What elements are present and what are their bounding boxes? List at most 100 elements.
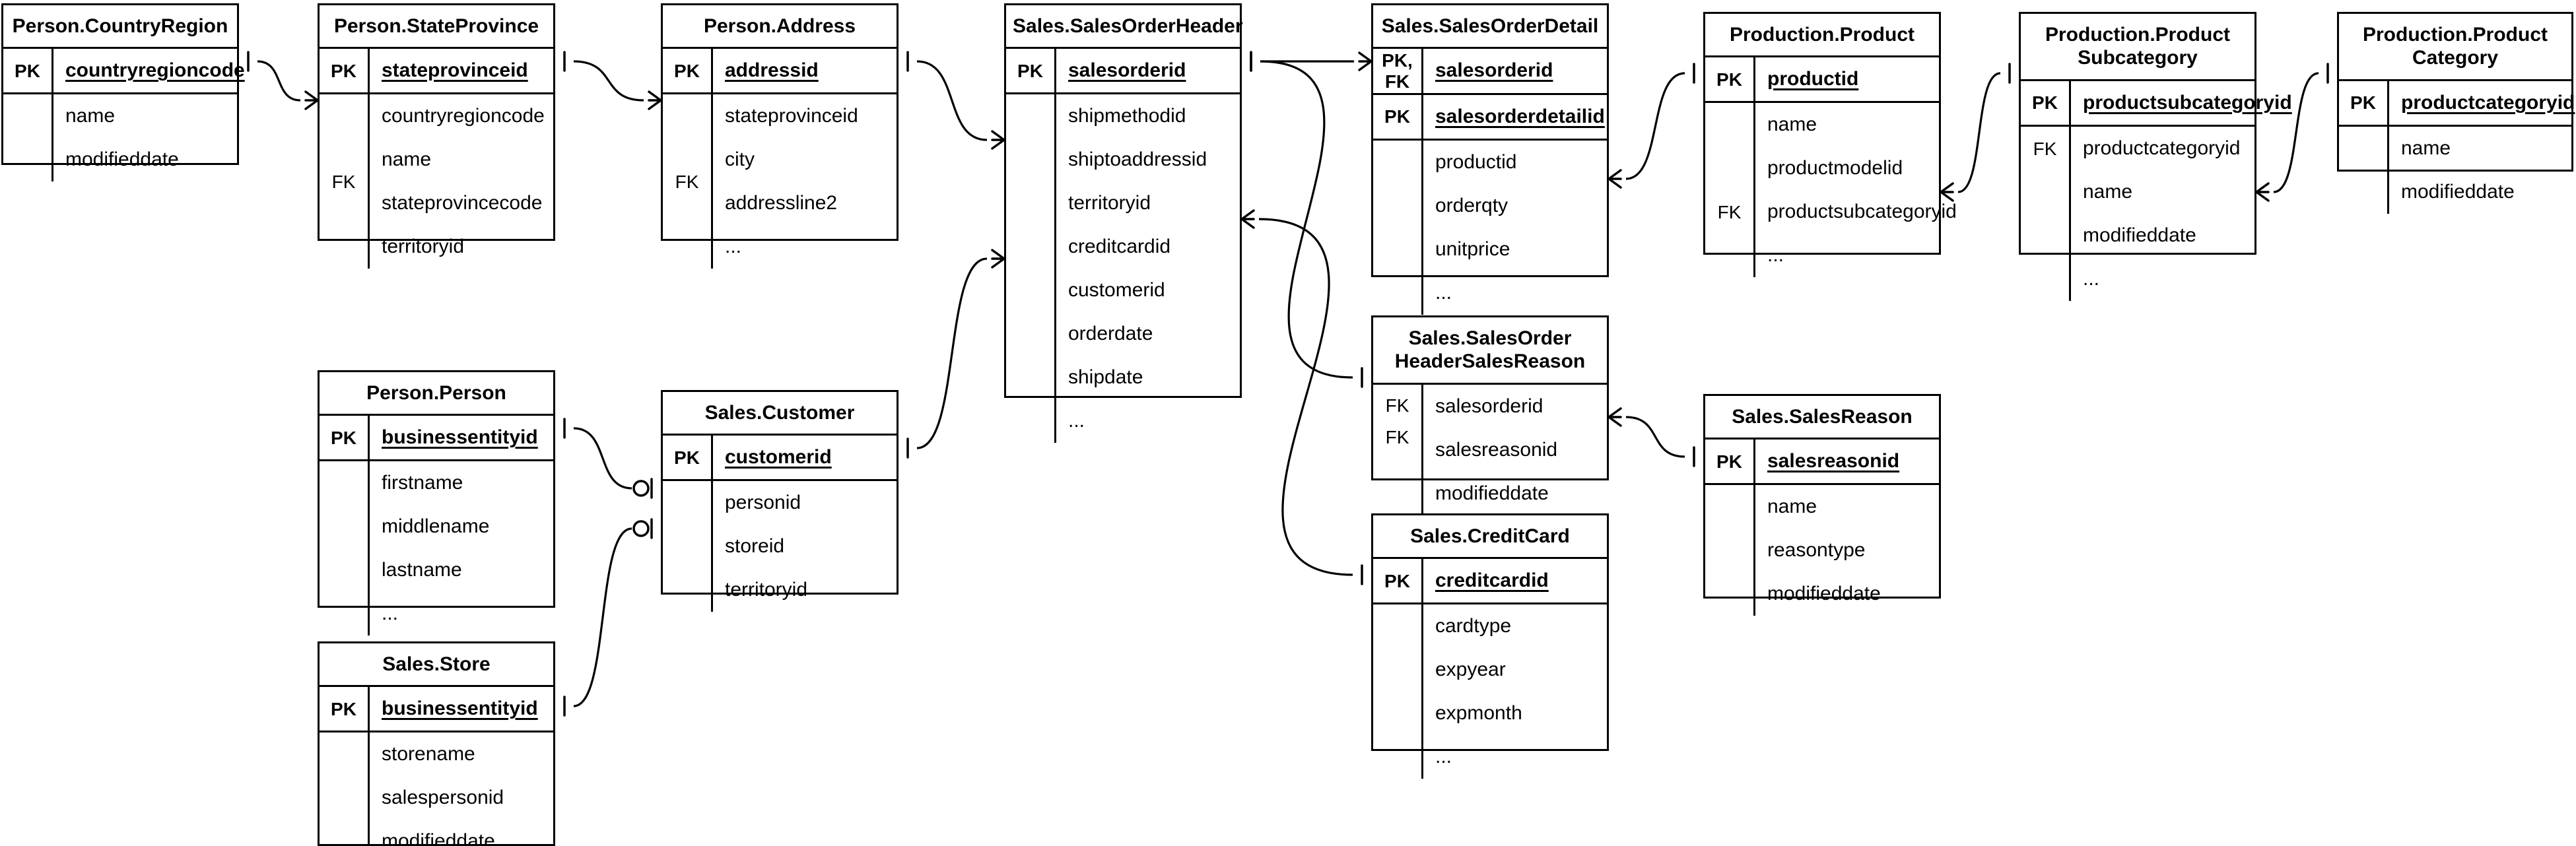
attribute: firstname [382,472,463,494]
key-label [1705,485,1755,616]
attribute: shipmethodid [1068,105,1186,127]
attribute: territoryid [382,236,465,258]
entity-title: Production.Product [1705,14,1939,58]
key-label [663,481,713,612]
attribute: countryregioncode [382,105,545,127]
entity-title: Sales.SalesOrderHeader [1006,5,1243,49]
rel-person-customer [563,418,653,499]
primary-key-attribute: salesorderid [1068,59,1186,82]
attribute: ... [382,602,399,625]
attribute: creditcardid [1068,236,1171,258]
rel-salesorderdetail-product [1608,63,1695,189]
attribute: name [1767,114,1817,136]
key-label [320,461,370,636]
attribute: name [1767,496,1817,518]
rel-store-customer [563,518,653,717]
rel-countryregion-stateprovince [247,51,319,110]
key-label: FK [1385,426,1409,447]
primary-key-attribute: salesorderid [1435,59,1553,82]
attribute-list: salesreasonid [1755,439,1939,483]
primary-key-attribute: productid [1767,68,1859,90]
key-label: PK [320,687,370,731]
key-label: PK [1373,559,1423,603]
attribute: salesreasonid [1435,438,1558,461]
key-label: PK [3,49,53,93]
key-label: PK [1705,57,1755,102]
key-label: PK [320,49,370,93]
entity-title: Person.Person [320,372,553,416]
attribute-list: addressid [713,49,897,92]
attribute: cardtype [1435,615,1512,637]
attribute: productsubcategoryid [1767,201,1957,223]
attribute-list: countryregioncode [53,49,245,92]
entity-title: Sales.SalesOrderDetail [1373,5,1607,49]
attribute-list: salesorderdetailid [1423,95,1607,139]
attribute-list: businessentityid [370,687,553,731]
attribute: productcategoryid [2083,137,2241,159]
primary-key-attribute: creditcardid [1435,569,1549,592]
entity-row: PK creditcardid [1373,559,1607,605]
attribute: ... [1068,410,1085,432]
key-label: FK [1717,202,1742,223]
primary-key-attribute: businessentityid [382,698,538,720]
attribute: customerid [1068,279,1165,302]
key-label: PK [1373,95,1423,139]
attribute: ... [1435,746,1452,768]
attribute: modifieddate [1767,583,1881,605]
key-label [2339,126,2389,214]
primary-key-attribute: addressid [725,59,819,82]
entity-title: Sales.Store [320,643,553,688]
attribute: modifieddate [382,830,495,846]
attribute: storeid [725,535,785,558]
attribute: territoryid [725,579,808,601]
attribute: middlename [382,515,490,538]
entity-title: Sales.CreditCard [1373,515,1607,560]
entity-title: Person.CountryRegion [3,5,237,49]
primary-key-attribute: productsubcategoryid [2083,91,2292,114]
attribute-list: businessentityid [370,416,553,459]
key-label: FK [1385,395,1409,416]
entity-title: Production.Product Subcategory [2021,14,2254,81]
attribute: modifieddate [2083,224,2196,246]
entity-row: PK productid [1705,57,1939,104]
primary-key-attribute: salesorderdetailid [1435,106,1605,128]
entity-title: Sales.SalesOrder HeaderSalesReason [1373,317,1607,385]
